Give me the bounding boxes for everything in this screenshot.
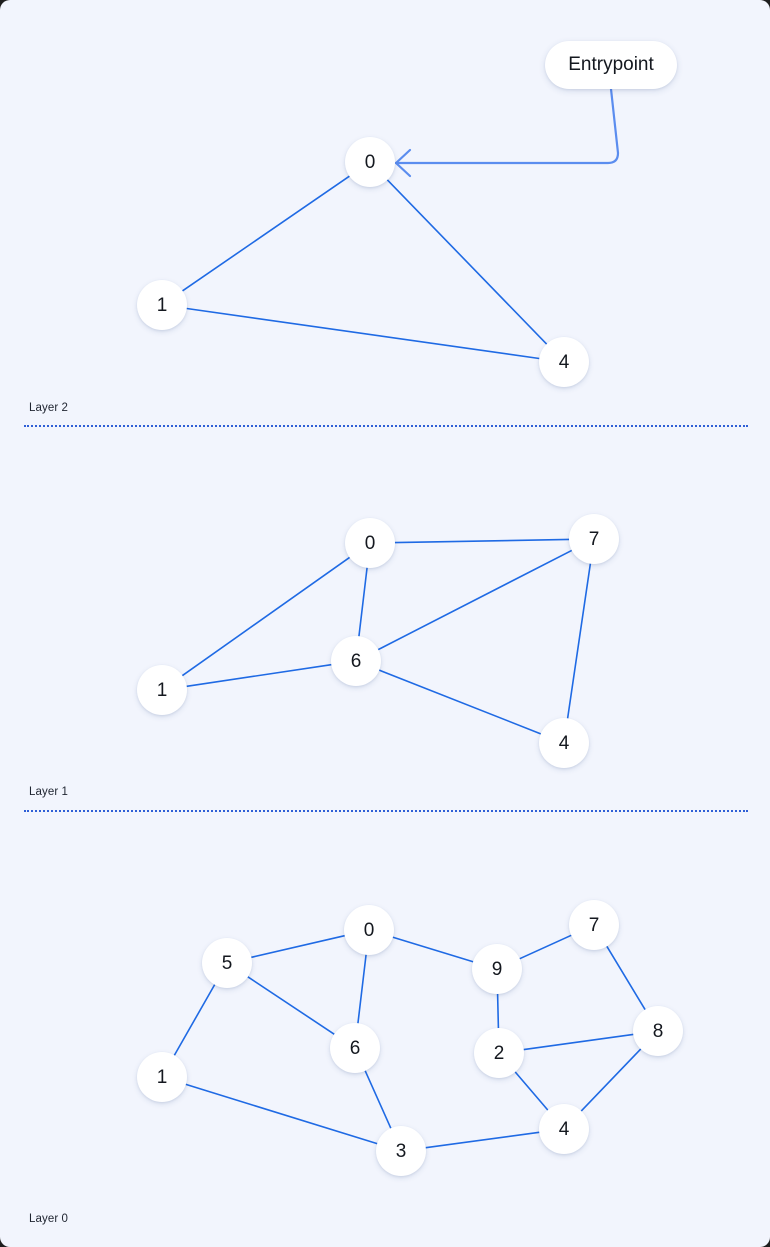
graph-edge [358,567,368,637]
graph-node[interactable]: 4 [539,337,589,387]
graph-edge [606,945,646,1011]
graph-edge [377,549,573,651]
graph-node[interactable]: 1 [137,665,187,715]
graph-edge [392,936,474,963]
graph-node-label: 4 [558,351,570,373]
layer-divider [24,810,748,812]
graph-edge [250,934,346,959]
graph-node[interactable]: 3 [376,1126,426,1176]
graph-node[interactable]: 4 [539,718,589,768]
graph-node-label: 0 [363,919,375,941]
entrypoint-label: Entrypoint [568,54,654,75]
graph-node[interactable]: 0 [345,137,395,187]
graph-node[interactable]: 6 [330,1023,380,1073]
graph-edge [394,538,570,544]
entrypoint-pill[interactable]: Entrypoint [545,41,677,89]
graph-edge [514,1071,549,1111]
graph-node[interactable]: 0 [345,518,395,568]
graph-node[interactable]: 4 [539,1104,589,1154]
graph-edge [566,562,592,720]
graph-node-label: 1 [156,679,168,701]
graph-node-label: 8 [652,1020,664,1042]
graph-edge [522,1033,635,1051]
graph-node[interactable]: 7 [569,514,619,564]
graph-edge [173,983,216,1057]
graph-node[interactable]: 1 [137,1052,187,1102]
graph-node-label: 7 [588,528,600,550]
layer-divider [24,425,748,427]
layer-label: Layer 1 [29,786,69,798]
graph-node-label: 1 [156,1066,168,1088]
graph-edge [185,1083,378,1145]
graph-node-label: 6 [349,1037,361,1059]
graph-node-label: 2 [493,1042,505,1064]
graph-node[interactable]: 0 [344,905,394,955]
entrypoint-arrow-line [394,87,620,165]
graph-node-label: 9 [491,958,503,980]
graph-node[interactable]: 7 [569,900,619,950]
graph-node-label: 5 [221,952,233,974]
graph-edge [378,669,542,735]
graph-node[interactable]: 2 [474,1028,524,1078]
graph-node[interactable]: 6 [331,636,381,686]
graph-node-label: 3 [395,1140,407,1162]
graph-node[interactable]: 1 [137,280,187,330]
graph-edge [357,954,367,1024]
layer-label: Layer 0 [29,1213,69,1225]
layer-label: Layer 2 [29,402,69,414]
graph-node-label: 4 [558,1118,570,1140]
graph-edge [424,1131,541,1149]
graph-edge [364,1070,392,1129]
graph-edge [185,663,333,688]
graph-edge [181,556,351,677]
graph-node-label: 0 [364,151,376,173]
graph-edge [496,993,500,1029]
graph-node[interactable]: 9 [472,944,522,994]
graph-edge [386,179,548,345]
graph-edge [247,976,335,1035]
graph-edge [580,1048,642,1112]
graph-edge [518,934,573,960]
entrypoint-arrowhead-icon [394,148,412,178]
graph-node-label: 7 [588,914,600,936]
graph-node[interactable]: 5 [202,938,252,988]
graph-node-label: 6 [350,650,362,672]
graph-edge [181,175,351,292]
graph-edge [185,307,541,360]
graph-node[interactable]: 8 [633,1006,683,1056]
graph-node-label: 4 [558,732,570,754]
graph-node-label: 0 [364,532,376,554]
graph-node-label: 1 [156,294,168,316]
